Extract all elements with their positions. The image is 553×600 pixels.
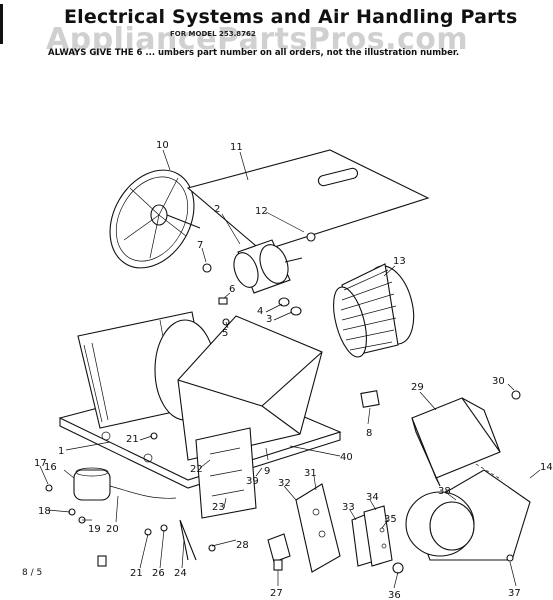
callout-13: 13 xyxy=(393,256,406,267)
callout-31: 31 xyxy=(304,468,317,479)
margin-mark xyxy=(0,4,3,44)
callout-21a: 21 xyxy=(126,434,139,445)
model-subtitle: FOR MODEL 253.8762 xyxy=(170,30,256,38)
capacitor xyxy=(45,467,177,524)
callout-4: 4 xyxy=(257,306,263,317)
callout-7: 7 xyxy=(197,240,203,251)
ordering-note: ALWAYS GIVE THE 6 ... umbers part number… xyxy=(48,48,460,58)
fasteners xyxy=(97,432,514,574)
callout-9: 9 xyxy=(264,466,270,477)
hardware-6 xyxy=(218,297,228,305)
motor xyxy=(233,239,303,294)
fan-blade xyxy=(109,169,201,269)
callout-14: 14 xyxy=(540,462,553,473)
control-panel xyxy=(267,483,393,573)
callout-12: 12 xyxy=(255,206,268,217)
page-reference: 8 / 5 xyxy=(22,568,43,578)
leader-lines xyxy=(39,149,541,589)
callout-34: 34 xyxy=(366,492,379,503)
callout-24: 24 xyxy=(174,568,187,579)
callout-11: 11 xyxy=(230,142,243,153)
callout-8: 8 xyxy=(366,428,372,439)
screw-12 xyxy=(306,232,316,242)
callout-27: 27 xyxy=(270,588,283,599)
callout-23: 23 xyxy=(212,502,225,513)
callout-40: 40 xyxy=(340,452,353,463)
cover-plate xyxy=(186,149,430,252)
callout-21b: 21 xyxy=(130,568,143,579)
callout-1: 1 xyxy=(58,446,64,457)
watermark-text: AppliancePartsPros.com xyxy=(46,22,469,57)
callout-39: 39 xyxy=(246,476,259,487)
callout-5: 5 xyxy=(222,328,228,339)
scroll-cover xyxy=(411,397,501,487)
callout-38: 38 xyxy=(438,486,451,497)
callout-numbers: 10 11 2 12 7 13 6 4 3 5 29 30 8 1 21 40 … xyxy=(34,140,553,600)
callout-2: 2 xyxy=(214,204,220,215)
callout-20: 20 xyxy=(106,524,119,535)
callout-6: 6 xyxy=(229,284,235,295)
plate-8 xyxy=(360,390,380,408)
callout-3: 3 xyxy=(266,314,272,325)
callout-30: 30 xyxy=(492,376,505,387)
hardware-3 xyxy=(290,306,302,316)
callout-19: 19 xyxy=(88,524,101,535)
callout-26: 26 xyxy=(152,568,165,579)
screw-30 xyxy=(511,390,521,400)
callout-28: 28 xyxy=(236,540,249,551)
callout-29: 29 xyxy=(411,382,424,393)
callout-35: 35 xyxy=(384,514,397,525)
callout-10: 10 xyxy=(156,140,169,151)
callout-22: 22 xyxy=(190,464,203,475)
callout-17: 17 xyxy=(34,458,47,469)
callout-18: 18 xyxy=(38,506,51,517)
page-title: Electrical Systems and Air Handling Part… xyxy=(64,6,518,28)
blower-scroll xyxy=(405,463,531,561)
callout-37: 37 xyxy=(508,588,521,599)
callout-16: 16 xyxy=(44,462,57,473)
blower-wheel xyxy=(333,263,415,358)
callout-36: 36 xyxy=(388,590,401,600)
blower-box xyxy=(177,315,323,519)
callout-32: 32 xyxy=(278,478,291,489)
washer-7 xyxy=(202,263,212,273)
callout-33: 33 xyxy=(342,502,355,513)
